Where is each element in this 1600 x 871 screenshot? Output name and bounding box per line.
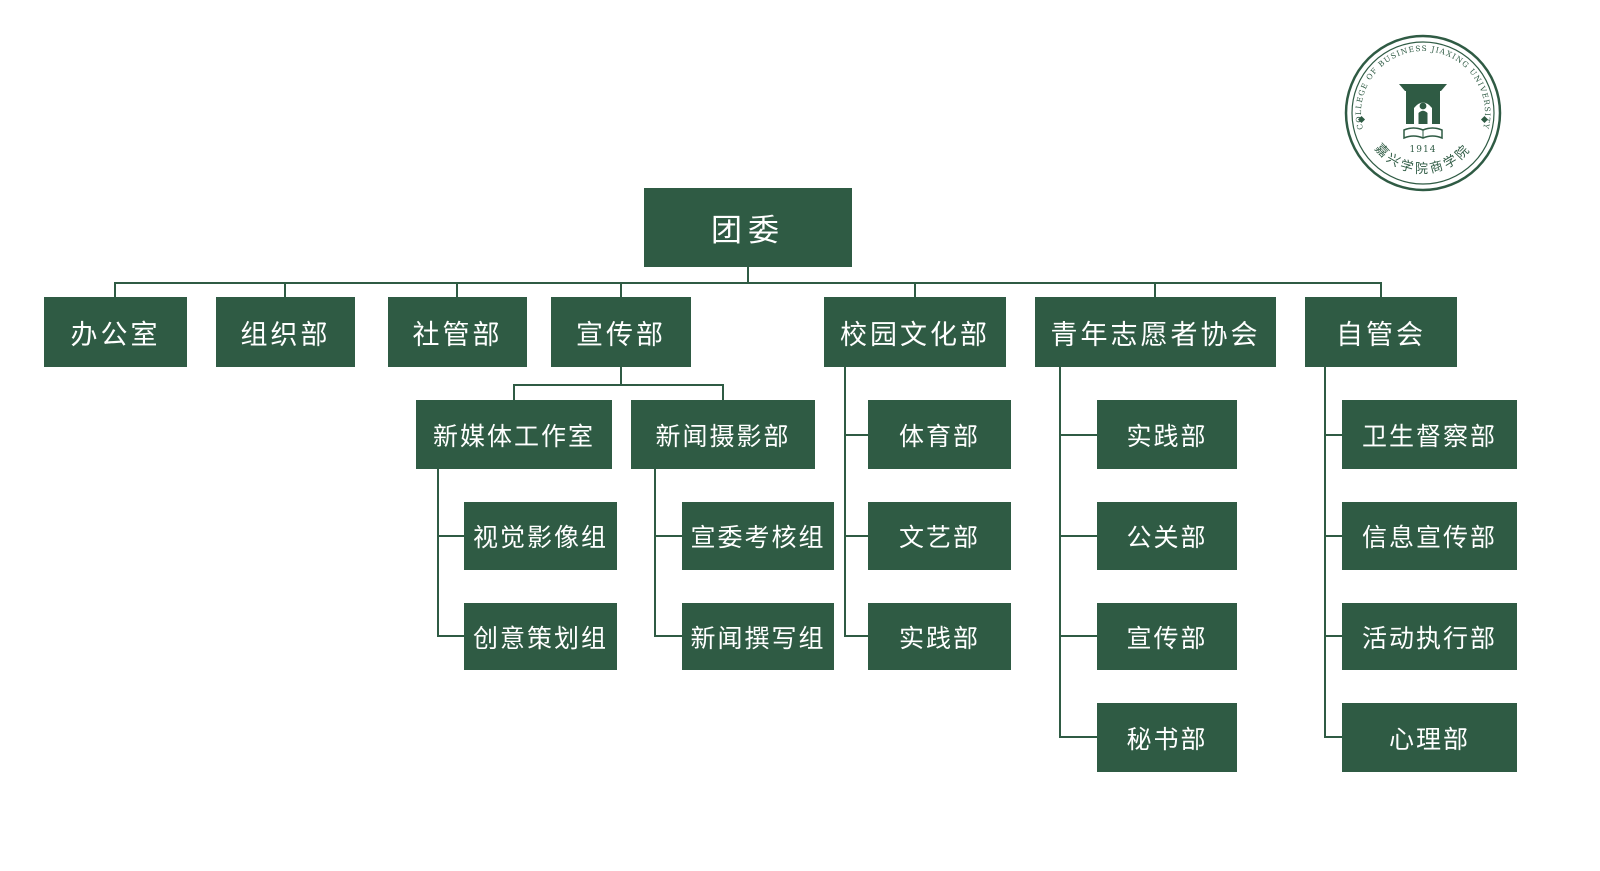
- seal-year-text: 1914: [1410, 145, 1437, 155]
- org-node-public-relations-dept: 公关部: [1097, 502, 1237, 570]
- org-node-news-writing-group: 新闻撰写组: [682, 603, 834, 670]
- org-node-office: 办公室: [44, 297, 187, 367]
- connector-stub-info: [1324, 535, 1342, 537]
- connector-drop-volunteers: [1154, 283, 1156, 297]
- connector-stub-practice-campus: [844, 635, 868, 637]
- connector-drop-society: [456, 283, 458, 297]
- connector-stub-psychology: [1324, 736, 1342, 738]
- org-node-sports-dept: 体育部: [868, 400, 1011, 469]
- connector-drop-organization: [284, 283, 286, 297]
- connector-drop-office: [114, 283, 116, 297]
- connector-stub-secretary: [1059, 736, 1097, 738]
- org-node-youth-league-committee: 团委: [644, 188, 852, 267]
- org-node-psychology-dept: 心理部: [1342, 703, 1517, 772]
- seal-pavilion-emblem: [1399, 84, 1447, 124]
- connector-drop-campus-culture: [914, 283, 916, 297]
- org-node-arts-dept: 文艺部: [868, 502, 1011, 570]
- org-node-hygiene-inspection-dept: 卫生督察部: [1342, 400, 1517, 469]
- connector-level1-bus: [114, 282, 1382, 284]
- org-node-publicity-dept: 宣传部: [551, 297, 691, 367]
- connector-publicity-stub: [620, 367, 622, 385]
- connector-drop-new-media: [513, 385, 515, 400]
- seal-book-icon: [1403, 127, 1443, 140]
- connector-stub-creative: [437, 635, 464, 637]
- connector-volunteers-vert: [1059, 367, 1061, 738]
- org-node-practice-dept-campus: 实践部: [868, 603, 1011, 670]
- org-node-society-mgmt-dept: 社管部: [388, 297, 527, 367]
- org-node-self-mgmt-committee: 自管会: [1305, 297, 1457, 367]
- connector-publicity-bus: [513, 384, 724, 386]
- org-node-activity-execution-dept: 活动执行部: [1342, 603, 1517, 670]
- connector-stub-pr: [1059, 535, 1097, 537]
- org-node-organization-dept: 组织部: [216, 297, 355, 367]
- org-node-youth-volunteers-assoc: 青年志愿者协会: [1035, 297, 1276, 367]
- org-node-publicity-dept-volunteers: 宣传部: [1097, 603, 1237, 670]
- connector-stub-publicity-vol: [1059, 635, 1097, 637]
- connector-news-photo-vert: [654, 469, 656, 637]
- connector-campus-vert: [844, 367, 846, 637]
- connector-stub-visual: [437, 535, 464, 537]
- connector-drop-publicity: [620, 283, 622, 297]
- connector-stub-activity: [1324, 635, 1342, 637]
- connector-drop-self-mgmt: [1380, 283, 1382, 297]
- seal-outer-ring: [1344, 34, 1502, 192]
- connector-stub-writing: [654, 635, 682, 637]
- connector-stub-practice-vol: [1059, 434, 1097, 436]
- org-node-practice-dept-volunteers: 实践部: [1097, 400, 1237, 469]
- connector-stub-sports: [844, 434, 868, 436]
- connector-stub-hygiene: [1324, 434, 1342, 436]
- org-node-secretary-dept: 秘书部: [1097, 703, 1237, 772]
- org-node-campus-culture-dept: 校园文化部: [824, 297, 1006, 367]
- college-seal-logo: COLLEGE OF BUSINESS JIAXING UNIVERSITY 嘉…: [1343, 33, 1503, 193]
- org-node-visual-imaging-group: 视觉影像组: [464, 502, 617, 570]
- connector-self-mgmt-vert: [1324, 367, 1326, 738]
- org-node-info-publicity-dept: 信息宣传部: [1342, 502, 1517, 570]
- connector-stub-arts: [844, 535, 868, 537]
- connector-drop-news-photo: [722, 385, 724, 400]
- seal-inner-ring: [1351, 41, 1495, 185]
- connector-root-stub: [747, 267, 749, 283]
- org-node-committee-assessment-group: 宣委考核组: [682, 502, 834, 570]
- college-seal-svg: COLLEGE OF BUSINESS JIAXING UNIVERSITY 嘉…: [1344, 34, 1502, 192]
- org-node-creative-planning-group: 创意策划组: [464, 603, 617, 670]
- org-node-news-photography-dept: 新闻摄影部: [631, 400, 815, 469]
- connector-new-media-vert: [437, 469, 439, 637]
- connector-stub-assessment: [654, 535, 682, 537]
- org-node-new-media-studio: 新媒体工作室: [416, 400, 612, 469]
